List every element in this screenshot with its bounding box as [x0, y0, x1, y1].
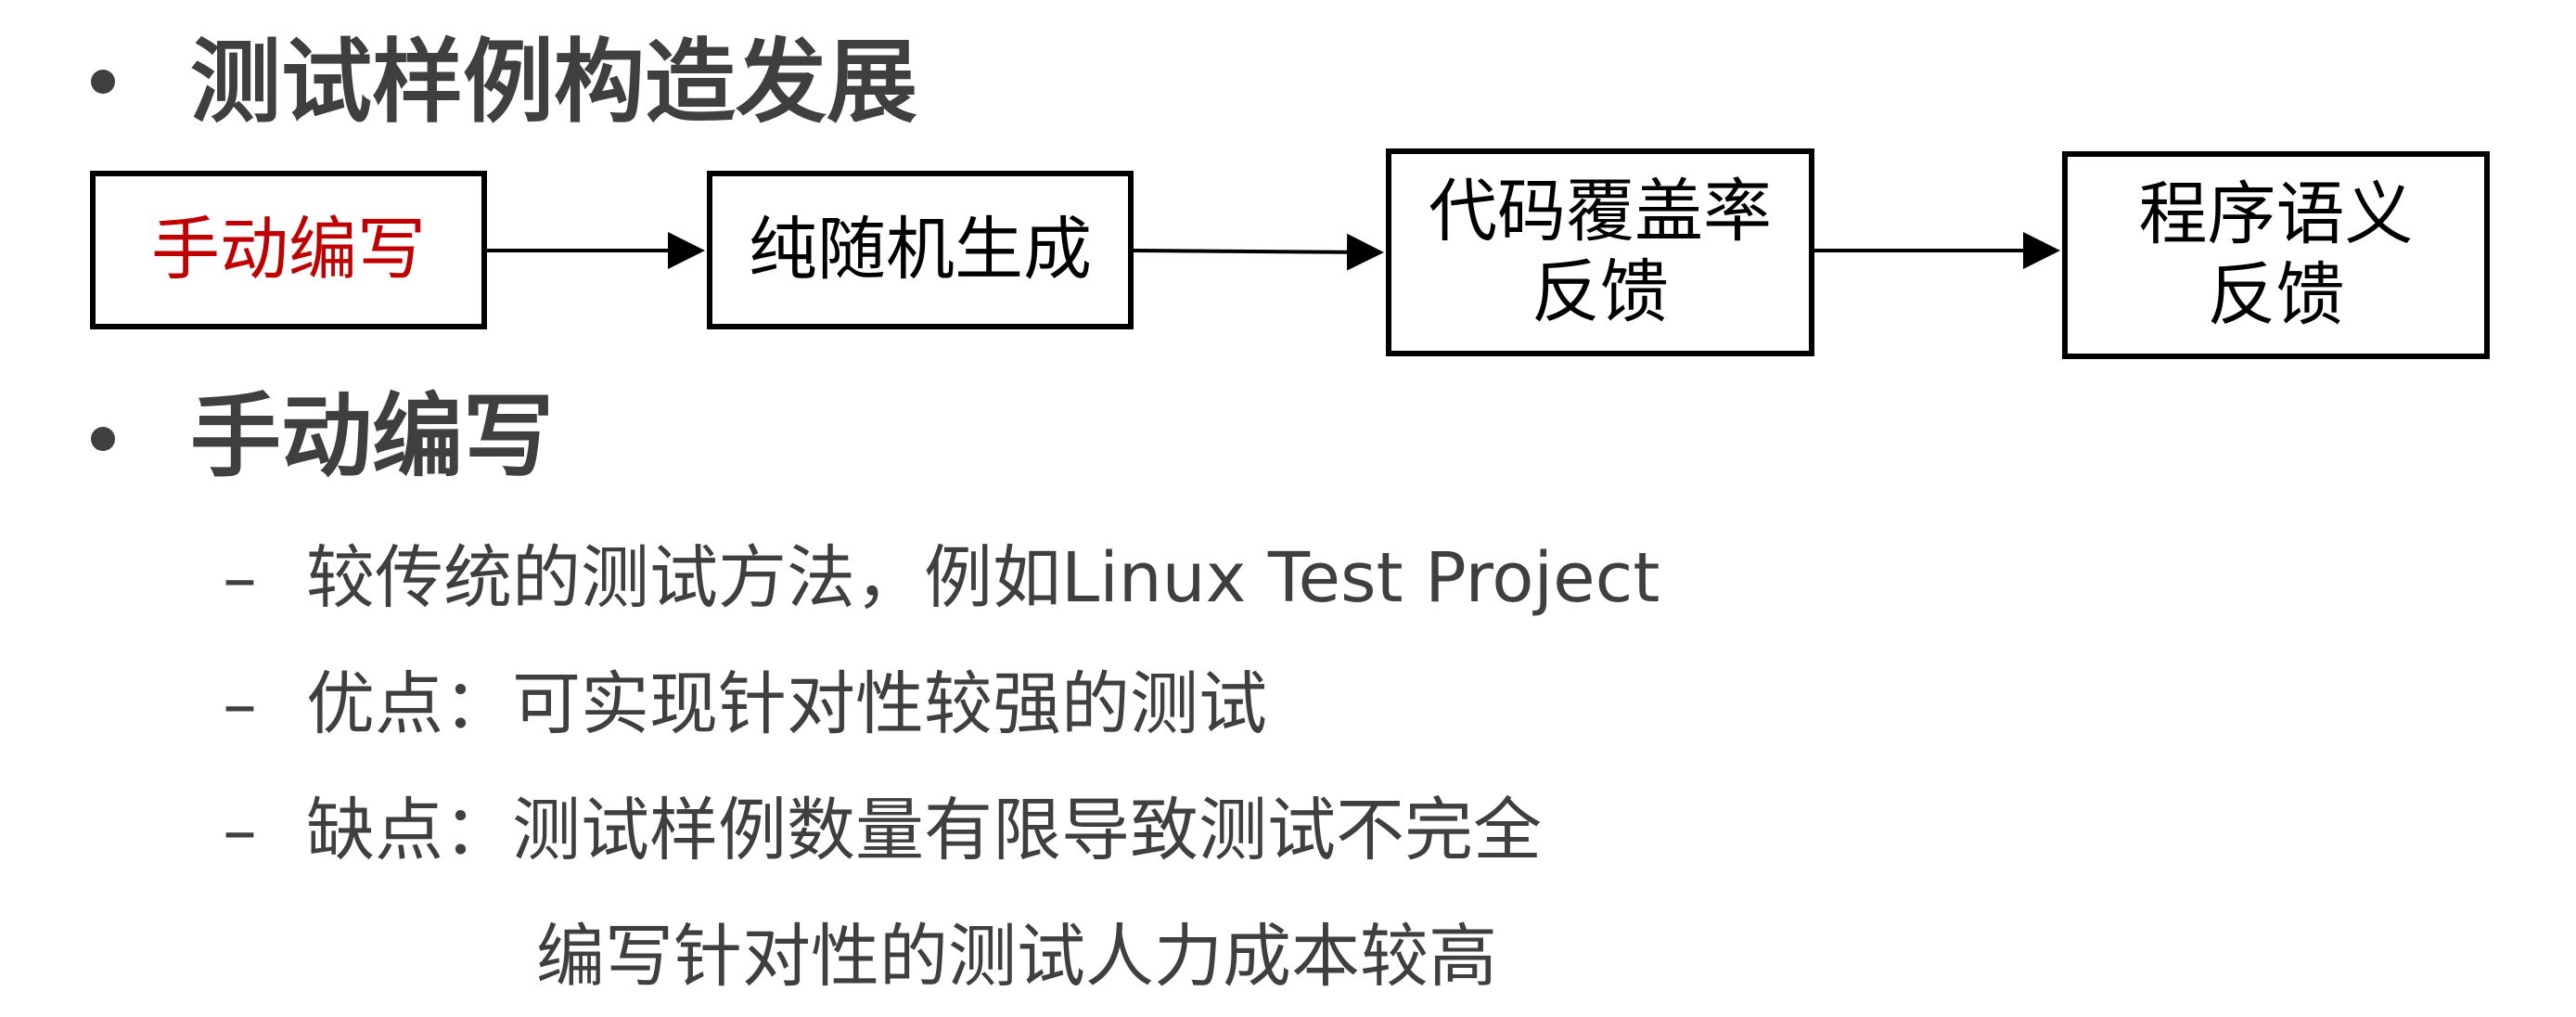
subsection-heading: 手动编写: [190, 384, 555, 490]
flow-step-program-semantic-feedback: 程序语义 反馈: [2062, 151, 2490, 359]
bullet-point-icon: [91, 427, 115, 451]
flow-step-label-line-2: 反馈: [1532, 252, 1669, 332]
bullet-point-icon: [91, 70, 115, 94]
list-item: 缺点：测试样例数量有限导致测试不完全: [306, 791, 1542, 870]
flow-step-pure-random-generation: 纯随机生成: [707, 171, 1134, 329]
flow-step-manual-writing: 手动编写: [90, 171, 487, 329]
list-dash: –: [223, 664, 257, 744]
list-dash: –: [223, 538, 257, 618]
list-dash: –: [223, 791, 257, 870]
flow-step-label-line-1: 代码覆盖率: [1429, 171, 1772, 251]
list-item-continuation: 编写针对性的测试人力成本较高: [536, 917, 1497, 997]
flow-arrow: [1133, 233, 1384, 271]
list-item: 优点：可实现针对性较强的测试: [306, 664, 1267, 744]
flow-step-code-coverage-feedback: 代码覆盖率 反馈: [1386, 148, 1814, 356]
flow-step-label-line-2: 反馈: [2207, 255, 2345, 335]
flow-step-label: 手动编写: [151, 209, 426, 290]
flow-step-label-line-1: 程序语义: [2138, 174, 2414, 254]
section-heading: 测试样例构造发展: [190, 30, 918, 135]
list-item: 较传统的测试方法，例如Linux Test Project: [306, 538, 1660, 618]
flow-step-label: 纯随机生成: [749, 209, 1092, 290]
